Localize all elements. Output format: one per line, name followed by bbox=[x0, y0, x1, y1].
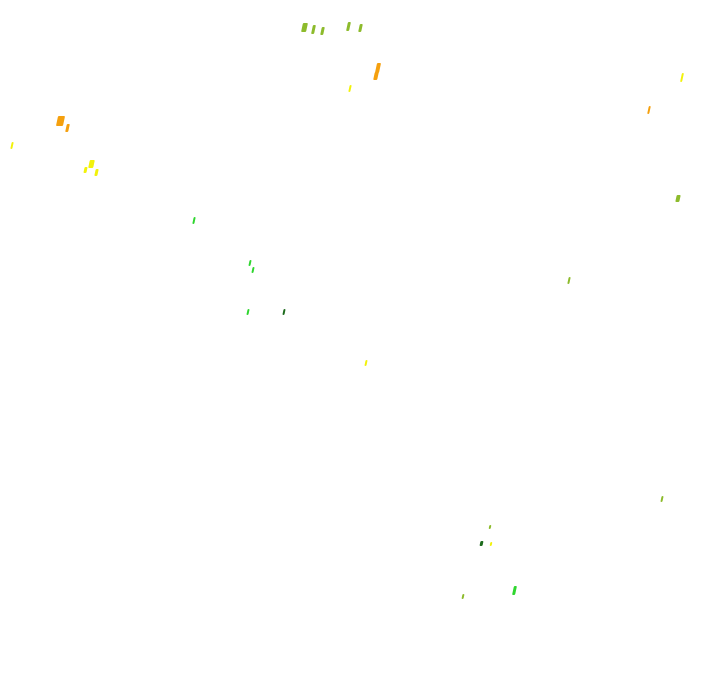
color-mark bbox=[246, 309, 250, 315]
color-mark bbox=[489, 542, 493, 546]
color-mark bbox=[680, 73, 684, 82]
color-mark bbox=[488, 525, 492, 529]
color-mark bbox=[192, 217, 196, 224]
color-mark bbox=[251, 267, 255, 273]
color-mark bbox=[348, 85, 352, 92]
color-mark bbox=[301, 23, 308, 32]
color-mark bbox=[83, 167, 88, 173]
color-mark bbox=[660, 496, 664, 502]
color-mark bbox=[479, 541, 484, 546]
color-mark bbox=[88, 160, 95, 168]
color-mark bbox=[94, 169, 99, 176]
color-mark bbox=[320, 27, 325, 35]
color-mark bbox=[311, 25, 316, 34]
color-mark bbox=[65, 124, 70, 132]
color-mark bbox=[248, 260, 252, 266]
color-mark bbox=[647, 106, 651, 114]
color-mark bbox=[373, 72, 379, 80]
color-mark bbox=[364, 360, 368, 366]
color-mark bbox=[512, 586, 517, 595]
color-mark bbox=[55, 116, 66, 126]
color-mark bbox=[346, 22, 351, 31]
color-mark bbox=[567, 277, 571, 284]
color-mark bbox=[10, 142, 14, 149]
color-mark bbox=[282, 309, 286, 315]
color-mark bbox=[675, 195, 681, 202]
color-mark bbox=[358, 24, 363, 32]
color-mark bbox=[461, 594, 465, 599]
